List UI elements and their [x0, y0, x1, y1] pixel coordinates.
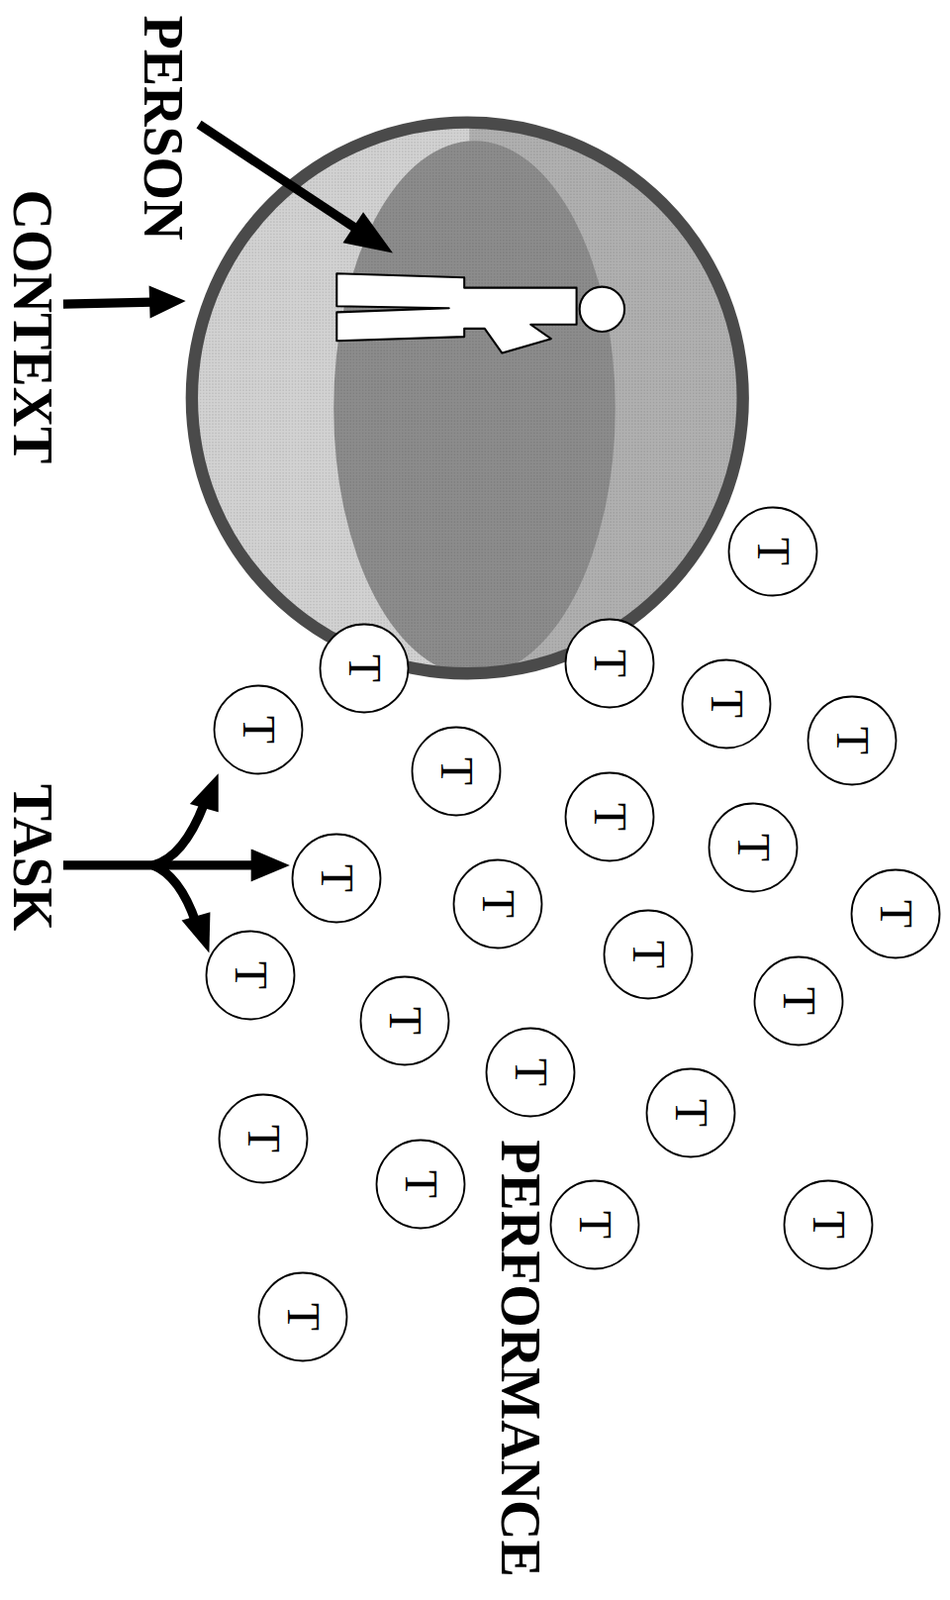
- task-circle: T: [318, 622, 410, 714]
- task-circle: T: [850, 867, 942, 959]
- task-circle: T: [680, 658, 772, 750]
- task-circle: T: [602, 908, 694, 1000]
- component-label: TASK: [4, 783, 61, 931]
- task-circle: T: [782, 1178, 874, 1270]
- task-circle: T: [564, 617, 656, 709]
- task-circle: T: [645, 1066, 737, 1158]
- task-circle: T: [452, 857, 544, 950]
- task-letter: T: [730, 833, 776, 861]
- pointer-arrows: [63, 124, 393, 953]
- context-sphere: [191, 101, 776, 714]
- task-letter: T: [397, 1169, 444, 1198]
- task-letter: T: [280, 1302, 326, 1330]
- task-circle: T: [727, 505, 819, 597]
- task-circle: T: [290, 832, 382, 924]
- task-circle: T: [217, 1092, 309, 1184]
- task-letter: T: [625, 940, 671, 968]
- task-letter: T: [381, 1006, 428, 1035]
- task-letter: T: [240, 1124, 286, 1152]
- task-letter: T: [433, 756, 479, 784]
- task-letter: T: [507, 1057, 554, 1086]
- component-label: PERFORMANCE: [492, 1139, 549, 1577]
- task-letter: T: [667, 1098, 714, 1127]
- task-letter: T: [586, 802, 633, 831]
- task-circle: T: [484, 1026, 576, 1118]
- task-circle: T: [375, 1138, 467, 1230]
- task-letter: T: [571, 1210, 618, 1238]
- task-letter: T: [750, 537, 796, 566]
- task-circle: T: [549, 1178, 641, 1270]
- task-letter: T: [341, 654, 387, 682]
- task-circle: T: [806, 694, 898, 786]
- task-circle: T: [212, 683, 304, 775]
- task-letter: T: [872, 899, 919, 928]
- task-circle: T: [707, 801, 799, 893]
- task-letter: T: [805, 1210, 852, 1238]
- task-circle: T: [410, 725, 502, 817]
- task-circle: T: [257, 1270, 349, 1362]
- task-letter: T: [313, 863, 360, 892]
- task-letter: T: [829, 726, 875, 755]
- component-label: CONTEXT: [4, 190, 61, 465]
- task-letter: T: [775, 985, 822, 1014]
- component-label: PERSON: [135, 14, 191, 240]
- task-letter: T: [703, 689, 750, 718]
- task-circle: T: [564, 770, 656, 862]
- task-letter: T: [586, 649, 633, 677]
- task-letter: T: [235, 715, 282, 744]
- task-letter: T: [227, 960, 274, 989]
- person-figure: [336, 273, 625, 353]
- task-circle: T: [359, 974, 451, 1066]
- task-circle: T: [753, 954, 845, 1046]
- task-circle: T: [204, 929, 296, 1021]
- task-letter: T: [475, 889, 521, 918]
